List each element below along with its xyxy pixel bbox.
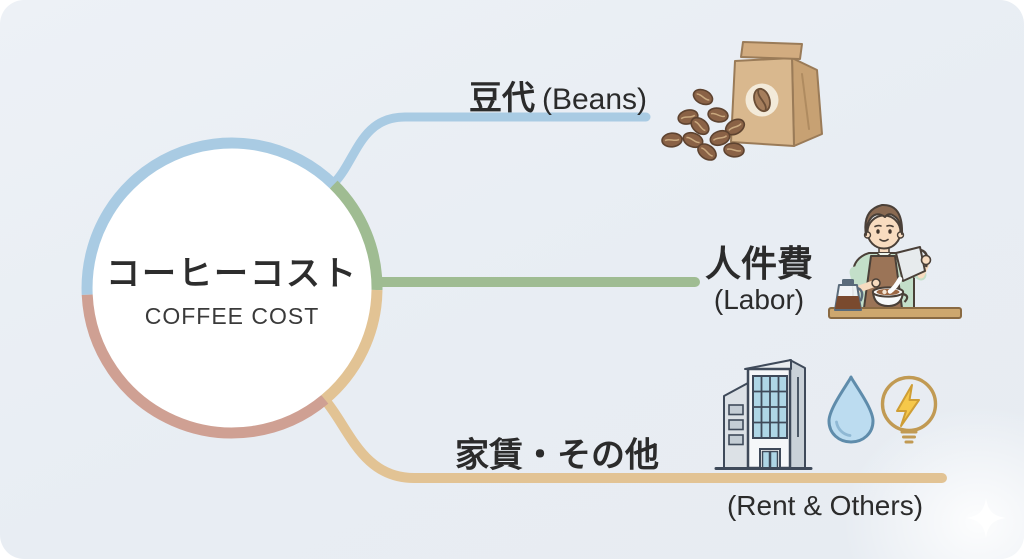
beans-label-en: (Beans) xyxy=(541,83,648,116)
rent-connector xyxy=(320,395,947,483)
coffee-bag-icon xyxy=(730,41,823,147)
ring-segment-beans xyxy=(81,137,338,296)
cost-ring xyxy=(81,137,383,439)
center-label: コーヒーコスト COFFEE COST xyxy=(106,246,358,330)
water-drop-icon xyxy=(827,375,875,444)
center-title-ja: コーヒーコスト xyxy=(106,255,358,293)
rent-label-en: (Rent & Others) xyxy=(726,490,924,521)
ring-inner-fill xyxy=(92,148,372,428)
beans-connector xyxy=(329,112,651,188)
sparkle-icon xyxy=(966,498,1006,538)
beans-label: 豆代(Beans) xyxy=(469,71,647,119)
building-icon xyxy=(714,359,813,470)
center-title-en: COFFEE COST xyxy=(144,303,320,329)
labor-label-ja: 人件費 xyxy=(704,243,814,284)
ring-segment-rent xyxy=(321,289,383,404)
rent-label-ja: 家賃・その他 xyxy=(455,436,659,475)
barista-icon xyxy=(828,203,962,319)
coffee-beans-icon xyxy=(661,88,746,161)
labor-label-en: (Labor) xyxy=(713,284,805,315)
beans-label-ja: 豆代 xyxy=(468,79,535,116)
ring-segment-labor xyxy=(329,180,383,291)
labor-label: 人件費 (Labor) xyxy=(705,244,813,316)
ring-segment-other xyxy=(81,294,329,439)
lightbulb-icon xyxy=(880,375,938,444)
